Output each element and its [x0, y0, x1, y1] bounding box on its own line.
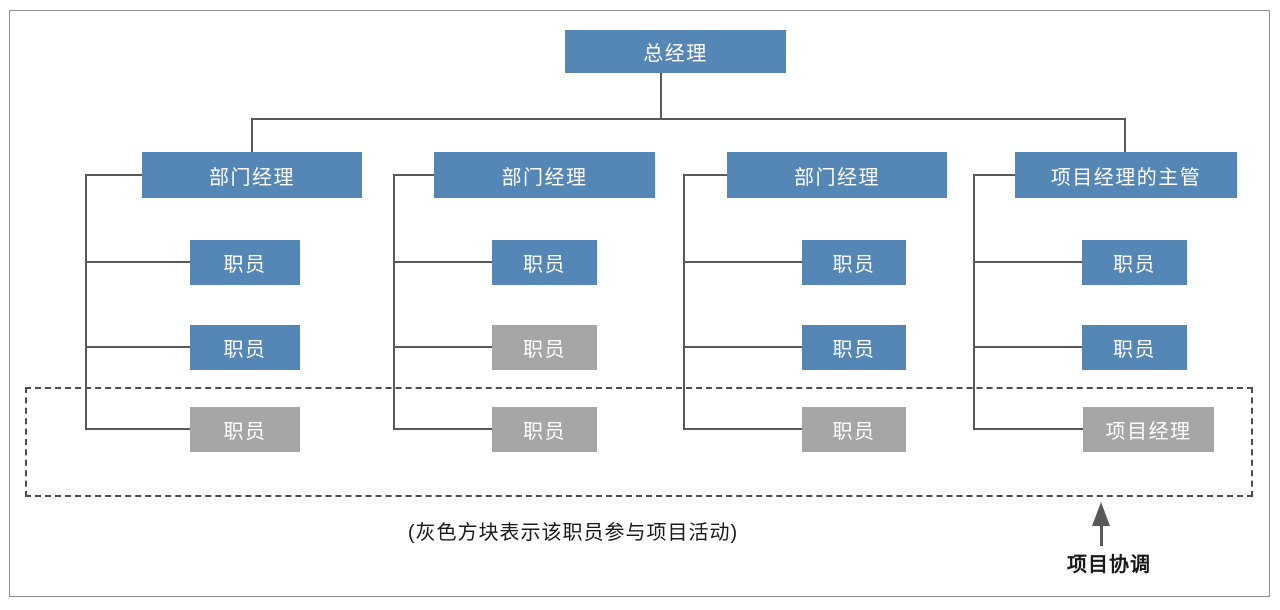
connector-line — [973, 346, 1082, 348]
connector-line — [85, 174, 142, 176]
node-staff: 职员 — [802, 407, 906, 452]
node-staff: 职员 — [190, 325, 300, 370]
connector-line — [1124, 118, 1126, 152]
node-staff: 职员 — [190, 240, 300, 285]
connector-line — [85, 174, 87, 430]
node-staff: 职员 — [1082, 240, 1187, 285]
node-staff: 职员 — [1082, 325, 1187, 370]
connector-line — [251, 118, 253, 152]
outer-border-frame — [9, 10, 1270, 597]
project-coordination-arrow-stem — [1100, 523, 1103, 546]
up-arrow-icon — [1092, 502, 1110, 526]
node-department-manager-1: 部门经理 — [142, 152, 362, 198]
connector-line — [683, 346, 802, 348]
connector-line — [660, 73, 662, 119]
node-staff: 职员 — [802, 240, 906, 285]
connector-line — [973, 174, 1015, 176]
connector-line — [393, 261, 492, 263]
node-general-manager: 总经理 — [565, 30, 786, 73]
connector-line — [683, 174, 727, 176]
node-staff: 职员 — [492, 240, 597, 285]
connector-line — [973, 174, 975, 430]
node-staff: 职员 — [190, 407, 300, 452]
connector-line — [683, 174, 685, 430]
node-department-manager-3: 部门经理 — [727, 152, 947, 198]
node-department-manager-2: 部门经理 — [434, 152, 655, 198]
node-staff: 职员 — [492, 407, 597, 452]
node-project-managers-supervisor: 项目经理的主管 — [1015, 152, 1237, 198]
legend-caption: (灰色方块表示该职员参与项目活动) — [407, 522, 739, 544]
connector-line — [973, 261, 1082, 263]
connector-line — [973, 428, 1083, 430]
connector-line — [393, 174, 395, 430]
node-project-manager: 项目经理 — [1083, 407, 1214, 452]
node-staff: 职员 — [492, 325, 597, 370]
connector-line — [85, 346, 190, 348]
connector-line — [393, 174, 434, 176]
connector-line — [683, 261, 802, 263]
connector-line — [393, 428, 492, 430]
connector-line — [85, 428, 190, 430]
project-coordination-label: 项目协调 — [1067, 554, 1151, 576]
connector-line — [393, 346, 492, 348]
connector-line — [683, 428, 802, 430]
connector-line — [85, 261, 190, 263]
node-staff: 职员 — [802, 325, 906, 370]
connector-line — [251, 118, 1126, 120]
project-activity-dashed-boundary — [25, 387, 1253, 497]
